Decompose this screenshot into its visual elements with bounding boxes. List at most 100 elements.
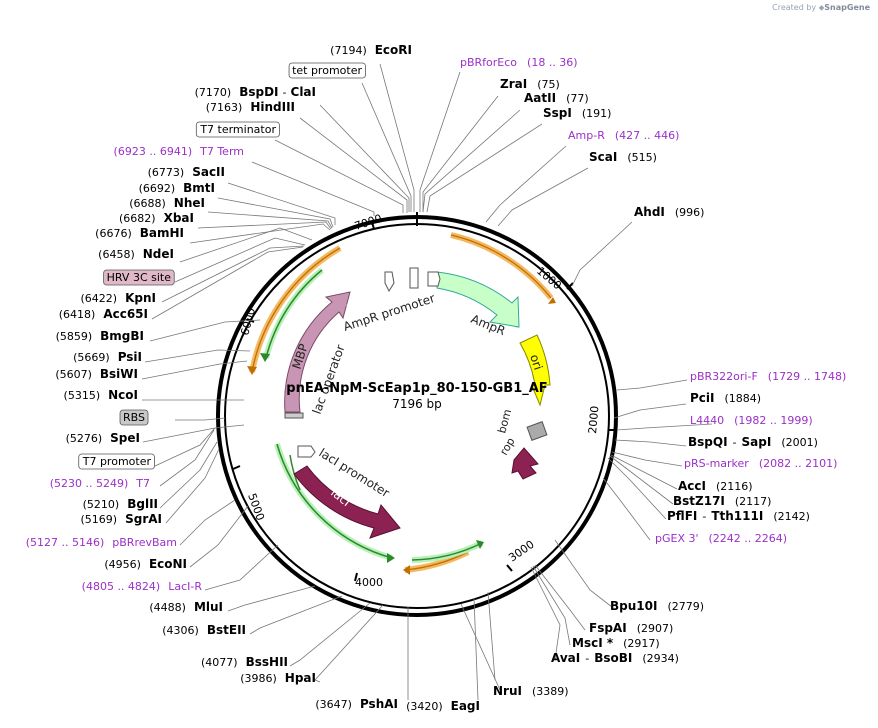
site-label-text: (6676)BamHI bbox=[95, 226, 184, 240]
site-label-l17: (5669)PsiI bbox=[73, 350, 142, 364]
label-span: PciI bbox=[690, 391, 715, 405]
label-span: (3389) bbox=[532, 685, 569, 698]
label-span: (4488) bbox=[149, 601, 186, 614]
site-label-r3: AatII (77) bbox=[524, 91, 589, 105]
site-label-text: pBRforEco(18 .. 36) bbox=[460, 56, 578, 69]
label-span: (7170) bbox=[195, 86, 232, 99]
label-span: SacII bbox=[192, 165, 225, 179]
site-label-text: (4488)MluI bbox=[149, 600, 223, 614]
site-label-l12: (6458)NdeI bbox=[98, 247, 174, 261]
site-label-text: pBR322ori-F(1729 .. 1748) bbox=[690, 370, 846, 383]
label-span: AvaI bbox=[551, 651, 580, 665]
site-label-l22: T7 promoter bbox=[78, 453, 155, 470]
site-label-l15: (6418) Acc65I bbox=[59, 307, 148, 321]
site-label-text: (6688)NheI bbox=[129, 196, 205, 210]
site-label-r10: L4440(1982 .. 1999) bbox=[690, 414, 813, 427]
site-label-r12: pRS-marker(2082 .. 2101) bbox=[684, 457, 837, 470]
label-span: - bbox=[283, 86, 287, 99]
site-label-l1: (7194)EcoRI bbox=[330, 43, 412, 57]
green-arrow-rop bbox=[476, 540, 484, 549]
label-span: (5169) bbox=[81, 513, 118, 526]
label-span: ZraI bbox=[500, 77, 527, 91]
site-label-text: (7170)BspDI-ClaI bbox=[195, 85, 316, 99]
site-label-r2: ZraI(75) bbox=[500, 77, 560, 91]
orf-arc-ampr-line bbox=[450, 234, 552, 299]
orf-arc-mbp-line bbox=[251, 247, 341, 373]
green-arc-amp bbox=[289, 454, 301, 491]
site-label-text: NruI(3389) bbox=[493, 684, 569, 698]
label-span: HRV 3C site bbox=[107, 271, 172, 284]
site-label-text: (7194)EcoRI bbox=[330, 43, 412, 57]
label-span: (4306) bbox=[162, 624, 199, 637]
label-span: Acc65I bbox=[103, 307, 148, 321]
label-span: (2116) bbox=[716, 480, 753, 493]
site-label-text: L4440(1982 .. 1999) bbox=[690, 414, 813, 427]
ori-label: ori bbox=[527, 353, 545, 372]
label-span: AhdI bbox=[634, 205, 665, 219]
site-label-text: AhdI(996) bbox=[634, 205, 704, 219]
label-span: AccI bbox=[678, 479, 706, 493]
label-span: (2934) bbox=[642, 652, 679, 665]
label-span: HindIII bbox=[250, 100, 295, 114]
credit-prefix: Created by bbox=[772, 3, 817, 12]
site-label-text: RBS bbox=[123, 411, 145, 424]
label-span: (1982 .. 1999) bbox=[734, 414, 813, 427]
site-label-r8: pBR322ori-F(1729 .. 1748) bbox=[690, 370, 846, 383]
site-label-r21: NruI(3389) bbox=[493, 684, 569, 698]
label-span: (6773) bbox=[148, 166, 185, 179]
site-label-l23: (5230 .. 5249) T7 bbox=[50, 477, 150, 490]
label-span: AatII bbox=[524, 91, 556, 105]
site-label-r13: AccI (2116) bbox=[678, 479, 753, 493]
laci-feature bbox=[293, 465, 401, 539]
site-label-l24: (5210)BglII bbox=[83, 497, 158, 511]
label-span: (2082 .. 2101) bbox=[759, 457, 838, 470]
label-span: (5276) bbox=[66, 432, 103, 445]
site-label-text: (3647)PshAI bbox=[315, 697, 398, 711]
site-label-text: (5669)PsiI bbox=[73, 350, 142, 364]
site-label-r14: BstZ17I(2117) bbox=[673, 494, 771, 508]
label-span: (427 .. 446) bbox=[615, 129, 680, 142]
label-span: (3986) bbox=[240, 672, 277, 685]
green-arc-laci-line bbox=[276, 443, 393, 559]
label-span: KpnI bbox=[125, 291, 156, 305]
site-label-l18: (5607)BsiWI bbox=[55, 367, 138, 381]
laci-promoter-arrow bbox=[297, 445, 316, 458]
label-span: (77) bbox=[566, 92, 589, 105]
label-span: - bbox=[702, 510, 706, 523]
label-span: SgrAI bbox=[125, 512, 162, 526]
bom-label: bom bbox=[495, 408, 514, 435]
site-label-l4: (7163)HindIII bbox=[206, 100, 295, 114]
orf-arrow-laci bbox=[403, 565, 410, 575]
site-label-text: PflFI-Tth111I(2142) bbox=[667, 509, 810, 523]
site-label-text: (5230 .. 5249) T7 bbox=[50, 477, 150, 490]
site-label-l28: (4805 .. 4824)LacI-R bbox=[82, 580, 203, 593]
label-span: SpeI bbox=[110, 431, 140, 445]
label-span: (5315) bbox=[64, 389, 101, 402]
site-label-text: (5859)BmgBI bbox=[56, 329, 144, 343]
site-label-text: HRV 3C site bbox=[107, 271, 172, 284]
label-span: (6923 .. 6941) bbox=[114, 145, 193, 158]
site-label-text: (5315)NcoI bbox=[64, 388, 138, 402]
site-label-text: (5169) SgrAI bbox=[81, 512, 162, 526]
site-label-text: (6923 .. 6941)T7 Term bbox=[114, 145, 244, 158]
site-label-text: (4077)BssHII bbox=[201, 655, 288, 669]
label-span: (6418) bbox=[59, 308, 96, 321]
site-label-text: MscI *(2917) bbox=[572, 636, 660, 650]
rop-feature bbox=[511, 447, 539, 480]
label-span: tet promoter bbox=[292, 64, 362, 77]
site-label-r5: Amp-R(427 .. 446) bbox=[568, 129, 679, 142]
site-label-text: (6422) KpnI bbox=[81, 291, 156, 305]
label-span: (5230 .. 5249) bbox=[50, 477, 129, 490]
label-span: (6422) bbox=[81, 292, 118, 305]
label-span: PsiI bbox=[118, 350, 142, 364]
ampr-promoter-arrow bbox=[427, 271, 441, 287]
label-span: - bbox=[733, 436, 737, 449]
site-label-l13: HRV 3C site bbox=[103, 269, 175, 286]
label-span: T7 bbox=[135, 477, 150, 490]
label-span: EcoNI bbox=[149, 557, 187, 571]
site-label-r1: pBRforEco(18 .. 36) bbox=[460, 56, 578, 69]
site-label-r19: MscI *(2917) bbox=[572, 636, 660, 650]
site-label-text: Amp-R(427 .. 446) bbox=[568, 129, 679, 142]
